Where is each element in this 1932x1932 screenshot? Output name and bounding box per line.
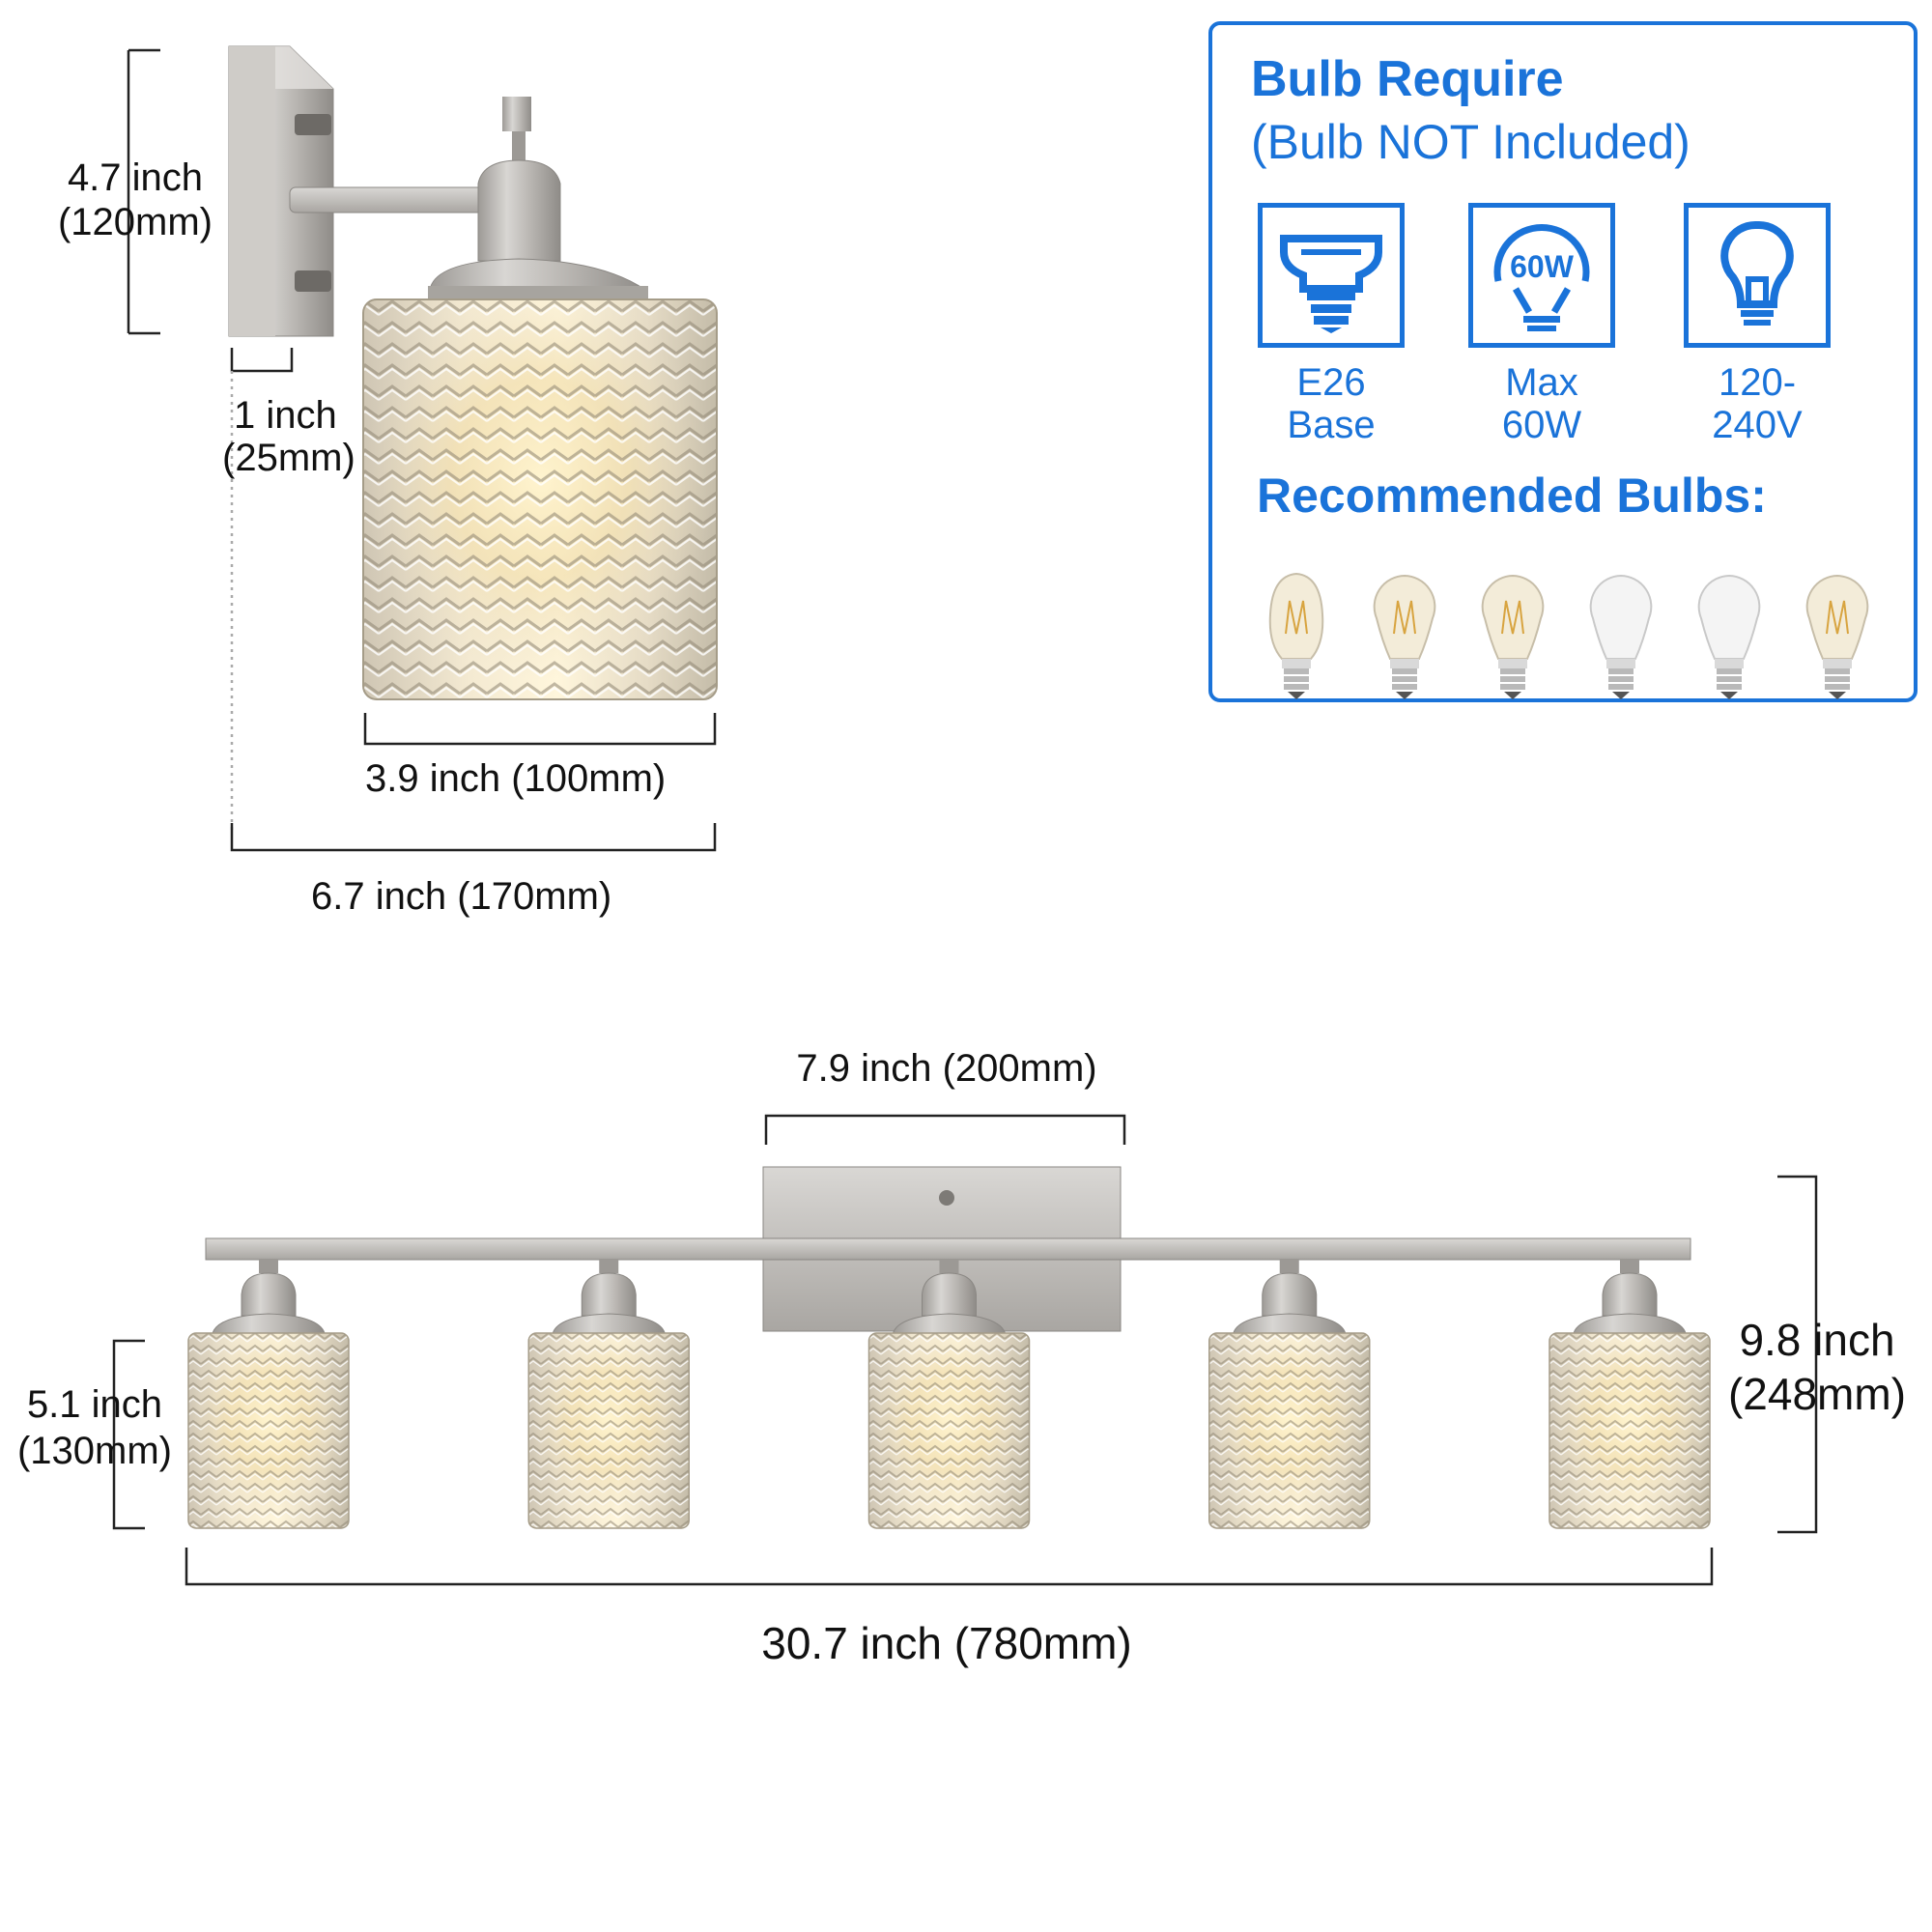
shade-width-label: 3.9 inch (100mm) [365,757,667,800]
single-sconce [228,45,718,700]
st64-edison-bulb-icon [1253,566,1340,711]
base-spec-label: E26 Base [1287,361,1376,446]
60w-bulb-icon: 60W [1468,203,1615,348]
extension-label: 6.7 inch (170mm) [311,875,612,918]
a19-filament-bulb-icon [1361,566,1448,711]
total-height-label: 9.8 inch [1739,1315,1895,1365]
height-dimension-mm-label: (120mm) [57,201,213,243]
60w-icon-text: 60W [1510,249,1575,284]
vanity-dimension-lines [112,1114,1818,1586]
bulb-require-title: Bulb Require [1251,51,1564,107]
vanity-light [527,1260,690,1529]
shade-height-label: 5.1 inch [26,1383,163,1426]
total-height-mm-label: (248mm) [1727,1369,1907,1419]
voltage-spec-label: 120- 240V [1712,361,1803,446]
bulb-requirements-box: Bulb Require (Bulb NOT Included) 60W [1208,21,1918,702]
bulb-not-included-note: (Bulb NOT Included) [1251,115,1690,169]
e26-base-icon [1258,203,1405,348]
g25-filament-bulb-icon [1794,566,1881,711]
depth-dimension-mm-label: (25mm) [222,437,355,479]
a21-led-bulb-icon [1686,566,1773,711]
vanity-lights [187,1260,1711,1529]
single-dimension-lines [127,48,717,852]
vanity-light [867,1260,1031,1529]
vanity-light [1208,1260,1371,1529]
wattage-spec-label: Max 60W [1501,361,1582,446]
backplate-width-label: 7.9 inch (200mm) [796,1047,1097,1090]
depth-dimension-label: 1 inch [234,394,337,437]
vanity-light [1548,1260,1711,1529]
recommended-bulbs-title: Recommended Bulbs: [1257,469,1767,523]
a19-led-bulb-icon [1577,566,1664,711]
shade-height-mm-label: (130mm) [16,1430,173,1472]
vanity-fixture [205,1166,1691,1332]
bulb-outline-icon [1684,203,1831,348]
total-width-label: 30.7 inch (780mm) [761,1618,1132,1668]
vanity-light [187,1260,350,1529]
height-dimension-label: 4.7 inch [67,156,204,199]
a19-spiral-filament-bulb-icon [1469,566,1556,711]
